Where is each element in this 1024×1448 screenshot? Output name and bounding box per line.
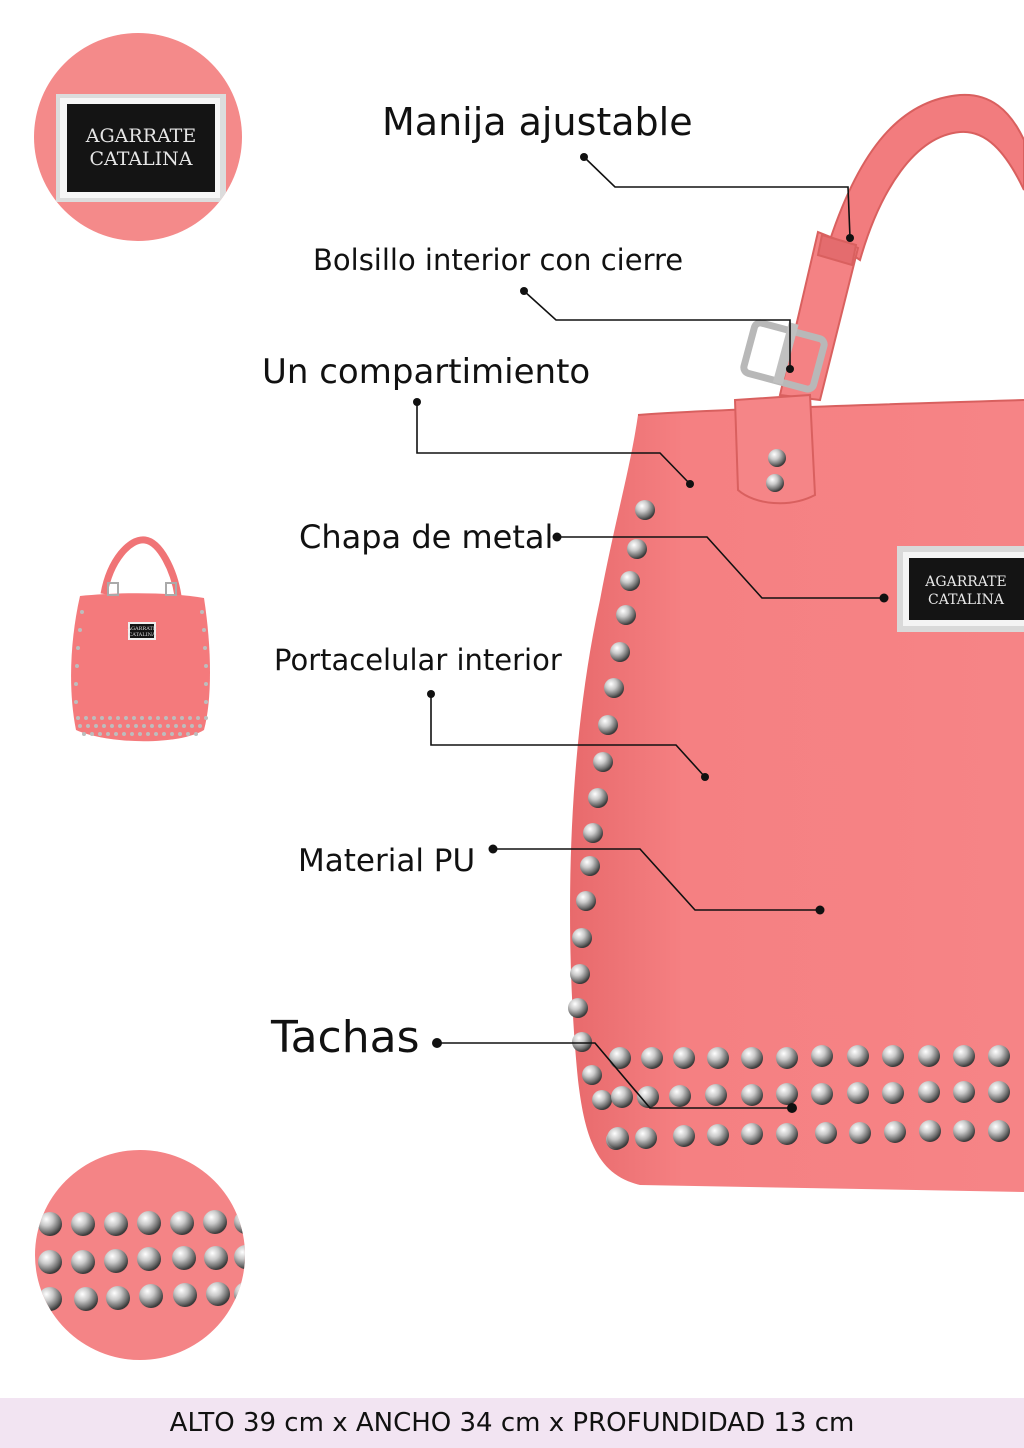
callout-handle-label: Manija ajustable: [382, 100, 693, 144]
callout-metal-plate-label: Chapa de metal: [299, 518, 554, 556]
closeup-brand-line2: CATALINA: [89, 148, 192, 170]
thumb-brand-line2: CATALINA: [128, 632, 156, 638]
closeup-brand-line1: AGARRATE: [85, 125, 196, 147]
callout-phone-holder-label: Portacelular interior: [274, 643, 562, 677]
bag-main-image: AGARRATE CATALINA: [568, 93, 1024, 1192]
bottom-studs: [607, 1045, 1010, 1149]
callout-inner-pocket-label: Bolsillo interior con cierre: [313, 243, 684, 277]
leader-handle: [583, 156, 851, 239]
detail-circle-plate: AGARRATE CATALINA: [34, 33, 242, 241]
dimensions-text: ALTO 39 cm x ANCHO 34 cm x PROFUNDIDAD 1…: [169, 1408, 855, 1438]
bag-thumbnail: AGARRATE CATALINA: [71, 536, 210, 742]
leader-plate: [557, 536, 884, 599]
leader-material: [493, 848, 820, 911]
callout-material-label: Material PU: [298, 843, 476, 879]
detail-circle-studs: [35, 1150, 245, 1360]
plate-brand-line1: AGARRATE: [924, 574, 1006, 590]
leader-studs: [437, 1042, 792, 1109]
leader-phone: [430, 694, 706, 778]
leader-compartment: [416, 402, 691, 485]
leader-pocket: [523, 290, 791, 369]
thumb-brand-line1: AGARRATE: [126, 626, 156, 632]
callout-studs-label: Tachas: [271, 1012, 420, 1063]
metal-plate: AGARRATE CATALINA: [897, 546, 1024, 632]
leader-lines: [416, 156, 884, 1109]
plate-brand-line2: CATALINA: [928, 592, 1005, 608]
leader-dots: [413, 153, 889, 1113]
callout-compartment-label: Un compartimiento: [262, 352, 591, 392]
dimensions-footer: ALTO 39 cm x ANCHO 34 cm x PROFUNDIDAD 1…: [0, 1398, 1024, 1448]
